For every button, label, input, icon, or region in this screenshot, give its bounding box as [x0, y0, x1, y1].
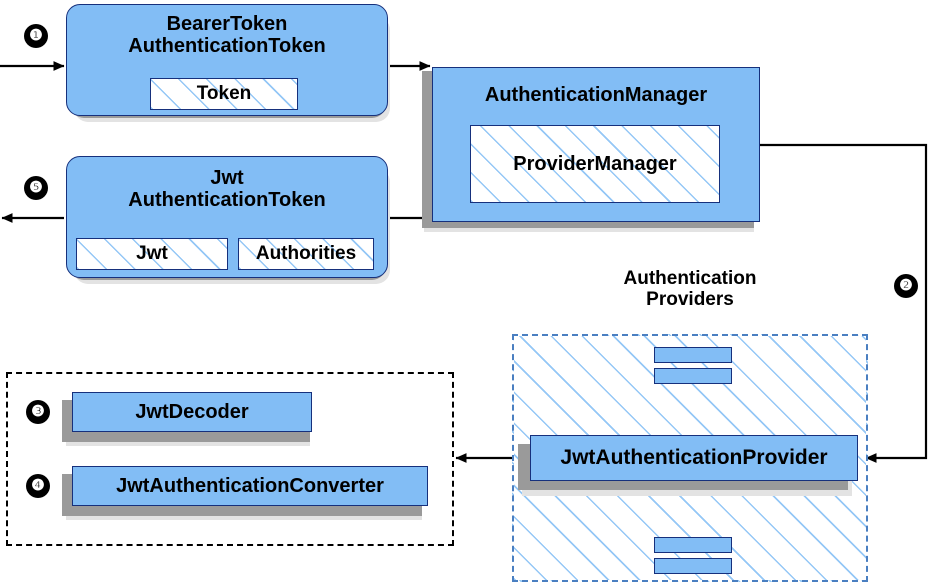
jwt-authentication-provider-label: JwtAuthenticationProvider: [560, 446, 828, 470]
step-bullet-1: ❶: [24, 24, 48, 48]
jwt-authentication-converter-node[interactable]: JwtAuthenticationConverter: [72, 466, 428, 506]
jwt-token-field-authorities: Authorities: [238, 238, 374, 270]
step-bullet-4: ❹: [26, 474, 50, 498]
jwt-support-group-region: [6, 372, 454, 546]
authentication-manager-field-provider-manager: ProviderManager: [470, 125, 720, 203]
jwt-authentication-converter-label: JwtAuthenticationConverter: [116, 474, 384, 497]
bearer-token-authentication-token-title: BearerToken AuthenticationToken: [128, 13, 326, 58]
jwt-decoder-node[interactable]: JwtDecoder: [72, 392, 312, 432]
step-bullet-2: ❷: [894, 274, 918, 298]
provider-placeholder-top-1: [654, 347, 732, 363]
provider-placeholder-top-2: [654, 368, 732, 384]
authentication-providers-caption: Authentication Providers: [623, 268, 757, 311]
jwt-decoder-label: JwtDecoder: [135, 400, 249, 423]
provider-placeholder-bottom-2: [654, 558, 732, 574]
provider-placeholder-bottom-1: [654, 537, 732, 553]
jwt-authentication-provider-node[interactable]: JwtAuthenticationProvider: [530, 435, 858, 481]
step-bullet-3: ❸: [26, 400, 50, 424]
bearer-token-field-token: Token: [150, 78, 298, 110]
jwt-authentication-token-title: Jwt AuthenticationToken: [128, 167, 326, 212]
authentication-manager-title: AuthenticationManager: [484, 84, 708, 106]
step-bullet-5: ❺: [24, 176, 48, 200]
jwt-token-field-jwt: Jwt: [76, 238, 228, 270]
